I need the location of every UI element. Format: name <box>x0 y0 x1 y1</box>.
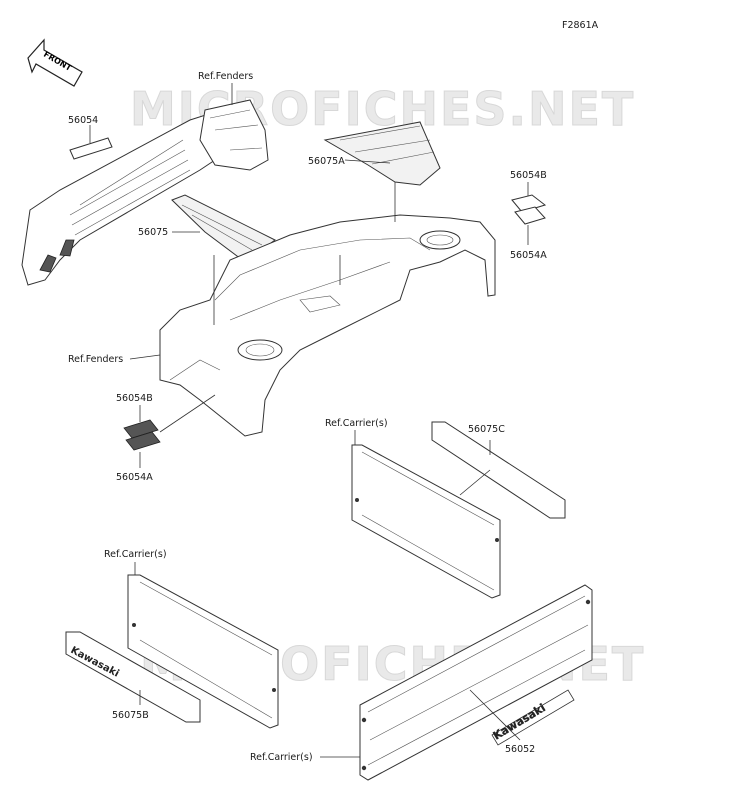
callout-56075C: 56075C <box>468 424 505 435</box>
callout-ref-fenders-left: Ref.Fenders <box>68 354 123 365</box>
figure-id: F2861A <box>562 20 599 31</box>
callout-ref-carrier-1: Ref.Carrier(s) <box>325 418 388 429</box>
callout-56075: 56075 <box>138 227 168 238</box>
callout-56054A-left: 56054A <box>116 472 153 483</box>
decal-56054 <box>69 137 113 160</box>
callout-56052: 56052 <box>505 744 535 755</box>
decal-56075C <box>431 421 566 519</box>
callout-56075A: 56075A <box>308 156 345 167</box>
rear-fender-body <box>159 214 496 437</box>
decal-56054-left-pair <box>123 419 161 451</box>
decal-56075B <box>65 631 201 723</box>
callout-ref-fenders-top: Ref.Fenders <box>198 71 253 82</box>
callout-ref-carrier-3: Ref.Carrier(s) <box>250 752 313 763</box>
callout-56054B-right: 56054B <box>510 170 547 181</box>
callout-56054: 56054 <box>68 115 98 126</box>
fender-bracket-top <box>199 99 269 171</box>
callout-56054B-left: 56054B <box>116 393 153 404</box>
decal-56054B-right <box>511 194 547 213</box>
decal-56054A-right <box>514 206 546 225</box>
carrier-side-panel-right <box>351 444 501 599</box>
front-arrow-icon: FRONT <box>27 38 83 87</box>
callout-ref-carrier-2: Ref.Carrier(s) <box>104 549 167 560</box>
tailgate-panel <box>359 584 593 781</box>
carrier-side-panel-left <box>127 574 279 729</box>
front-grille-panel <box>21 111 216 286</box>
callout-56054A-right: 56054A <box>510 250 547 261</box>
callout-56075B: 56075B <box>112 710 149 721</box>
